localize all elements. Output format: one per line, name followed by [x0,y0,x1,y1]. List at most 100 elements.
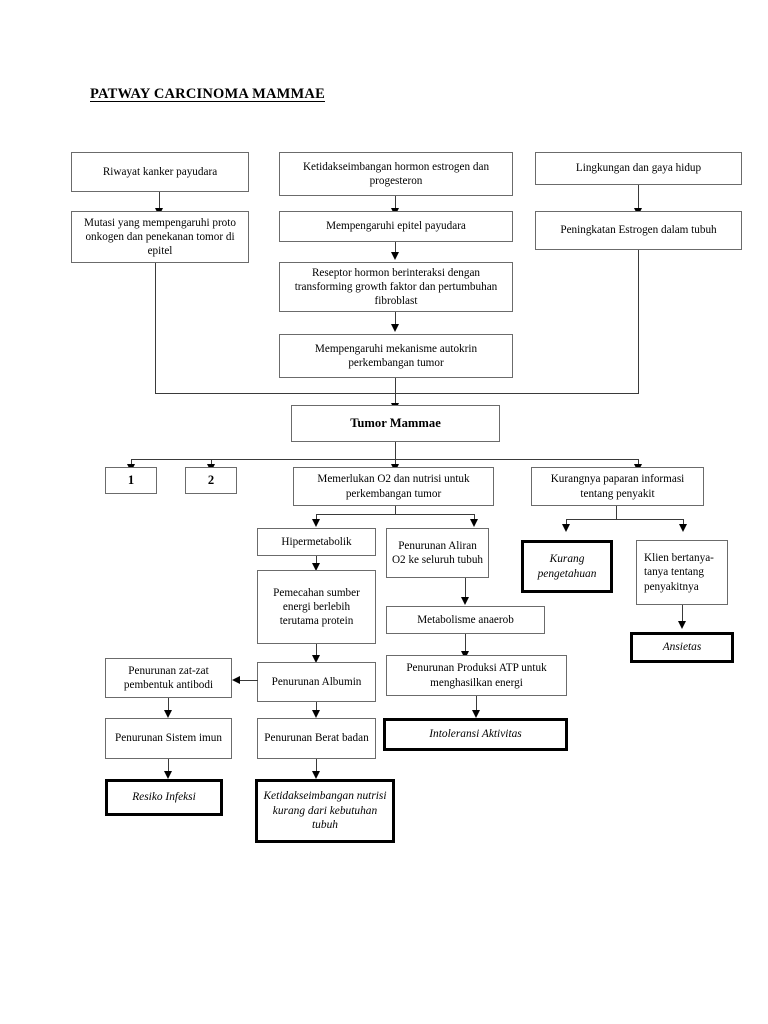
connector-atp-to-intoleransi [476,696,478,713]
node-hipermetabolik: Hipermetabolik [257,528,376,556]
node-label: Ansietas [662,641,702,654]
node-label: Mutasi yang mempengaruhi proto onkogen d… [84,216,236,258]
arrowhead-down-icon [164,771,172,779]
node-label: Kurang pengetahuan [537,553,597,580]
node-intoleransi-aktivitas: Intoleransi Aktivitas [383,718,568,751]
node-label: Klien bertanya-tanya tentang penyakitnya [644,552,714,593]
node-branch-2: 2 [185,467,237,494]
node-label: Riwayat kanker payudara [102,165,218,178]
node-reseptor-hormon: Reseptor hormon berinteraksi dengan tran… [279,262,513,312]
node-penurunan-albumin: Penurunan Albumin [257,662,376,702]
node-ketidakseimbangan-hormon: Ketidakseimbangan hormon estrogen dan pr… [279,152,513,196]
connector-pemecahan-to-albumin [316,644,318,658]
node-ketidakseimbangan-nutrisi: Ketidakseimbangan nutrisi kurang dari ke… [255,779,395,843]
arrowhead-down-icon [678,621,686,629]
connector-imun-to-resiko [168,759,170,774]
node-label: Penurunan Sistem imun [115,732,222,745]
connector-epitel-to-reseptor [395,242,397,254]
connector-klien-to-ansietas [682,605,684,624]
node-label: 1 [127,472,135,487]
node-label: Penurunan Aliran O2 ke seluruh tubuh [391,539,484,566]
node-ansietas: Ansietas [630,632,734,663]
connector-memerlukan-down [395,506,397,515]
node-label: Lingkungan dan gaya hidup [575,162,702,175]
node-label: Penurunan Produksi ATP untuk menghasilka… [406,662,547,689]
connector-lingkungan-to-estrogen [638,185,640,211]
connector-albumin-to-zat [240,680,258,682]
node-label: Metabolisme anaerob [417,613,514,626]
arrowhead-down-icon [472,710,480,718]
arrowhead-down-icon [391,252,399,260]
node-memerlukan-o2: Memerlukan O2 dan nutrisi untuk perkemba… [293,467,494,506]
connector-albumin-to-berat [316,702,318,713]
node-peningkatan-estrogen: Peningkatan Estrogen dalam tubuh [535,211,742,250]
node-label: 2 [207,472,215,487]
node-label: Intoleransi Aktivitas [429,728,522,741]
connector-hipermetabolik-down [316,556,318,567]
connector-metabolisme-to-atp [465,634,467,654]
connector-riwayat-to-mutasi [159,192,161,211]
node-label: Reseptor hormon berinteraksi dengan tran… [294,266,498,308]
node-label: Penurunan zat-zat pembentuk antibodi [123,664,214,691]
node-penurunan-atp: Penurunan Produksi ATP untuk menghasilka… [386,655,567,696]
arrowhead-down-icon [391,324,399,332]
connector-reseptor-to-autokrin [395,312,397,327]
node-kurang-pengetahuan: Kurang pengetahuan [521,540,613,593]
connector-to-hipermetabolik [316,514,318,522]
node-label: Peningkatan Estrogen dalam tubuh [560,224,717,237]
page-title: PATWAY CARCINOMA MAMMAE [90,86,325,102]
node-mutasi: Mutasi yang mempengaruhi proto onkogen d… [71,211,249,263]
node-label: Resiko Infeksi [132,791,196,804]
connector-to-klien-bertanya [683,519,685,527]
arrowhead-down-icon [312,519,320,527]
arrowhead-down-icon [470,519,478,527]
connector-zat-to-imun [168,698,170,713]
node-resiko-infeksi: Resiko Infeksi [105,779,223,816]
node-penurunan-aliran-o2: Penurunan Aliran O2 ke seluruh tubuh [386,528,489,578]
node-penurunan-berat-badan: Penurunan Berat badan [257,718,376,759]
node-riwayat-kanker: Riwayat kanker payudara [71,152,249,192]
node-pemecahan-sumber-energi: Pemecahan sumber energi berlebih terutam… [257,570,376,644]
node-mekanisme-autokrin: Mempengaruhi mekanisme autokrin perkemba… [279,334,513,378]
node-label: Mempengaruhi mekanisme autokrin perkemba… [314,342,478,369]
connector-to-penurunan-aliran [474,514,476,522]
arrowhead-down-icon [679,524,687,532]
node-label: Kurangnya paparan informasi tentang peny… [550,473,685,500]
node-tumor-mammae: Tumor Mammae [291,405,500,442]
node-label: Ketidakseimbangan hormon estrogen dan pr… [302,160,490,187]
node-branch-1: 1 [105,467,157,494]
node-label: Penurunan Berat badan [264,732,369,745]
node-lingkungan: Lingkungan dan gaya hidup [535,152,742,185]
arrowhead-down-icon [312,710,320,718]
arrowhead-down-icon [562,524,570,532]
node-label: Penurunan Albumin [271,675,362,688]
node-metabolisme-anaerob: Metabolisme anaerob [386,606,545,634]
connector-bus-to-tumor [395,378,397,408]
connector-fanout-bus [131,459,639,461]
node-label: Tumor Mammae [350,415,441,430]
arrowhead-down-icon [164,710,172,718]
node-kurangnya-paparan: Kurangnya paparan informasi tentang peny… [531,467,704,506]
arrowhead-left-icon [232,676,240,684]
arrowhead-down-icon [312,655,320,663]
node-label: Ketidakseimbangan nutrisi kurang dari ke… [263,790,387,832]
connector-estrogen-down [638,250,640,394]
arrowhead-down-icon [461,597,469,605]
connector-convergence-bus [155,393,639,395]
node-label: Hipermetabolik [281,535,352,548]
node-klien-bertanya: Klien bertanya-tanya tentang penyakitnya [636,540,728,605]
connector-mutasi-down [155,263,157,394]
arrowhead-down-icon [312,563,320,571]
node-penurunan-sistem-imun: Penurunan Sistem imun [105,718,232,759]
arrowhead-down-icon [312,771,320,779]
connector-kurangnya-down [616,506,618,520]
connector-hormon-to-epitel [395,196,397,211]
connector-kurangnya-split-bus [566,519,683,521]
connector-memerlukan-split-bus [316,514,475,516]
node-mempengaruhi-epitel: Mempengaruhi epitel payudara [279,211,513,242]
connector-to-kurang-pengetahuan [566,519,568,527]
node-label: Memerlukan O2 dan nutrisi untuk perkemba… [317,473,470,500]
connector-tumor-down [395,442,397,460]
connector-berat-to-nutrisi [316,759,318,774]
